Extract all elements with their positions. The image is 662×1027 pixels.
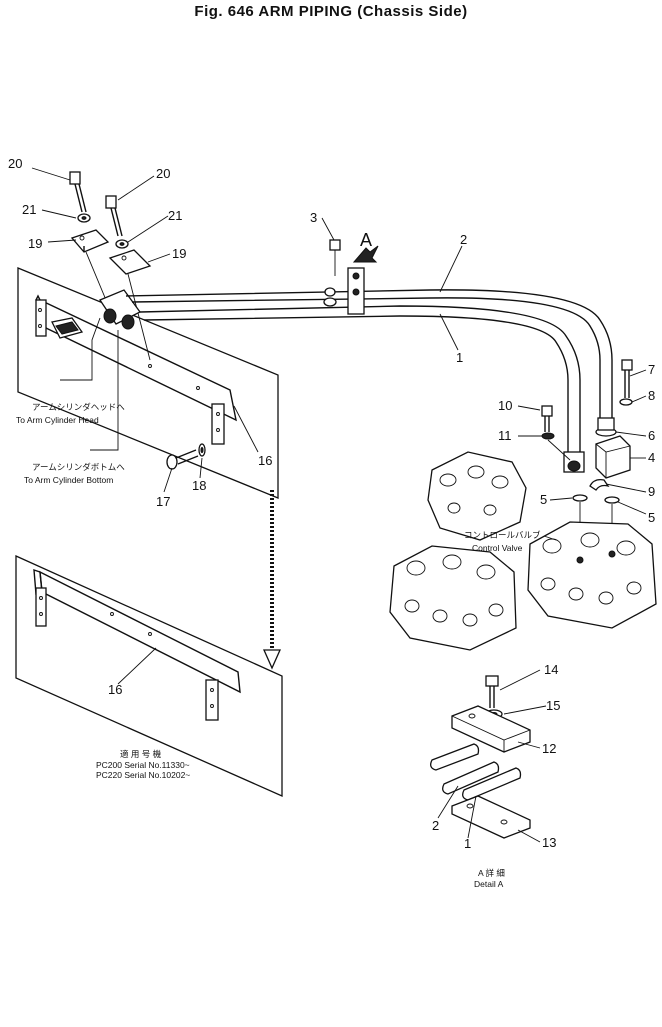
caption-arm-cylinder-head-jp: アームシリンダヘッドへ [32, 402, 125, 412]
callout-19-right: 19 [172, 246, 186, 261]
clamp-19-left [70, 229, 110, 253]
caption-applicable-models-jp: 適 用 号 機 [120, 749, 162, 759]
washer-18 [198, 443, 206, 457]
callout-12: 12 [542, 741, 556, 756]
caption-applicable-pc220: PC220 Serial No.10202~ [96, 770, 190, 780]
callout-13: 13 [542, 835, 556, 850]
bolt-20-left [69, 171, 87, 213]
detail-a-pipe-2 [430, 743, 500, 795]
detail-a-bolt-14 [485, 675, 499, 708]
clamp-19-right [108, 249, 152, 275]
bolt-3 [323, 239, 341, 307]
arrow-detail-a [352, 245, 379, 263]
view-arrow [262, 490, 282, 670]
bolt-20-right [105, 195, 123, 237]
callout-11: 11 [498, 428, 512, 443]
pipe-1-flange [563, 451, 585, 473]
callout-6: 6 [648, 428, 655, 443]
caption-detail-a-jp: A 詳 細 [478, 868, 505, 878]
o-ring-5-right [604, 496, 620, 504]
control-valve-right [527, 521, 657, 629]
callout-21-left: 21 [22, 202, 36, 217]
control-valve-left [389, 545, 517, 651]
callout-10: 10 [498, 398, 512, 413]
washer-8 [619, 398, 633, 406]
callout-16-bottom: 16 [108, 682, 122, 697]
caption-arm-cylinder-bottom: To Arm Cylinder Bottom [24, 475, 113, 485]
caption-control-valve-jp: コントロールバルブ [464, 530, 541, 540]
washer-21-right [115, 239, 129, 249]
callout-17: 17 [156, 494, 170, 509]
callout-20-left: 20 [8, 156, 22, 171]
callout-18: 18 [192, 478, 206, 493]
callout-7: 7 [648, 362, 655, 377]
caption-applicable-pc200: PC200 Serial No.11330~ [96, 760, 190, 770]
callout-16-top: 16 [258, 453, 272, 468]
bracket-view-panel [15, 554, 283, 797]
callout-4: 4 [648, 450, 655, 465]
detail-a-pipe-1 [462, 767, 522, 801]
figure-title: Fig. 646 ARM PIPING (Chassis Side) [194, 3, 467, 20]
callout-1-detail: 1 [464, 836, 471, 851]
control-valve-rear [427, 451, 527, 541]
bolt-7 [621, 359, 633, 398]
callout-5-right: 5 [648, 510, 655, 525]
detail-a-plate-13 [451, 795, 531, 839]
callout-3: 3 [310, 210, 317, 225]
callout-5-left: 5 [540, 492, 547, 507]
caption-arm-cylinder-head: To Arm Cylinder Head [16, 415, 99, 425]
callout-2-top: 2 [460, 232, 467, 247]
split-flange-9 [589, 478, 610, 491]
pipe-2-flange [597, 417, 615, 431]
pipe-clamp-detail-a [347, 267, 365, 315]
callout-9: 9 [648, 484, 655, 499]
bolt-10 [541, 405, 553, 432]
pipe-coupling-left [99, 289, 141, 330]
bolt-17 [166, 449, 199, 470]
caption-control-valve: Control Valve [472, 543, 523, 553]
callout-2-detail: 2 [432, 818, 439, 833]
callout-14: 14 [544, 662, 558, 677]
callout-15: 15 [546, 698, 560, 713]
o-ring-5-left [572, 494, 588, 502]
pipe-1 [139, 305, 581, 452]
flange-4 [595, 435, 631, 479]
washer-21-left [77, 213, 91, 223]
callout-19-left: 19 [28, 236, 42, 251]
callout-8: 8 [648, 388, 655, 403]
callout-21-right: 21 [168, 208, 182, 223]
marker-a: A [360, 230, 372, 250]
washer-11 [541, 432, 555, 440]
caption-detail-a: Detail A [474, 879, 504, 889]
callout-20-right: 20 [156, 166, 170, 181]
leader-lines [31, 167, 647, 843]
chassis-panel [17, 267, 279, 499]
detail-a-clamp-12 [451, 705, 531, 753]
callout-1-top: 1 [456, 350, 463, 365]
caption-arm-cylinder-bottom-jp: アームシリンダボトムへ [32, 462, 125, 472]
pipe-2 [125, 289, 613, 418]
